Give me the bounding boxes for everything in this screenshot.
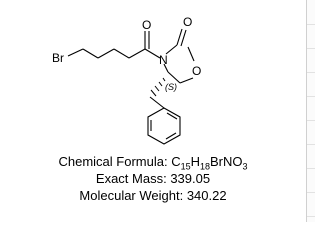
bonds — [67, 28, 195, 145]
grid-panel — [306, 0, 315, 222]
formula-label: Chemical Formula: — [58, 154, 172, 169]
formula-subscript: 15 — [180, 161, 191, 172]
exact-mass: Exact Mass: 339.05 — [95, 171, 211, 186]
molecule-structure: Br O O N O (S) — [52, 15, 201, 145]
canvas: Br O O N O (S) Chemical Formula: C15H18B… — [0, 0, 315, 222]
formula-element: C — [171, 154, 181, 169]
formula-element: BrNO — [210, 154, 243, 169]
formula-subscript: 18 — [199, 161, 210, 172]
atom-oxygen-acyl: O — [142, 18, 151, 32]
formula-subscript: 3 — [242, 161, 248, 172]
formula-value: C15H18BrNO3 — [171, 154, 248, 172]
atom-nitrogen: N — [159, 53, 168, 67]
formula-element: H — [190, 154, 200, 169]
atom-oxygen-carbonyl: O — [183, 15, 192, 29]
atom-oxygen-ring: O — [192, 64, 201, 78]
atom-bromine: Br — [52, 51, 64, 65]
stereo-hash-bond — [150, 77, 166, 97]
molecular-weight: Molecular Weight: 340.22 — [79, 188, 227, 203]
compound-properties: Chemical Formula: C15H18BrNO3 Exact Mass… — [0, 153, 306, 204]
stereo-label: (S) — [165, 82, 177, 92]
chemical-formula: Chemical Formula: C15H18BrNO3 — [0, 153, 306, 172]
